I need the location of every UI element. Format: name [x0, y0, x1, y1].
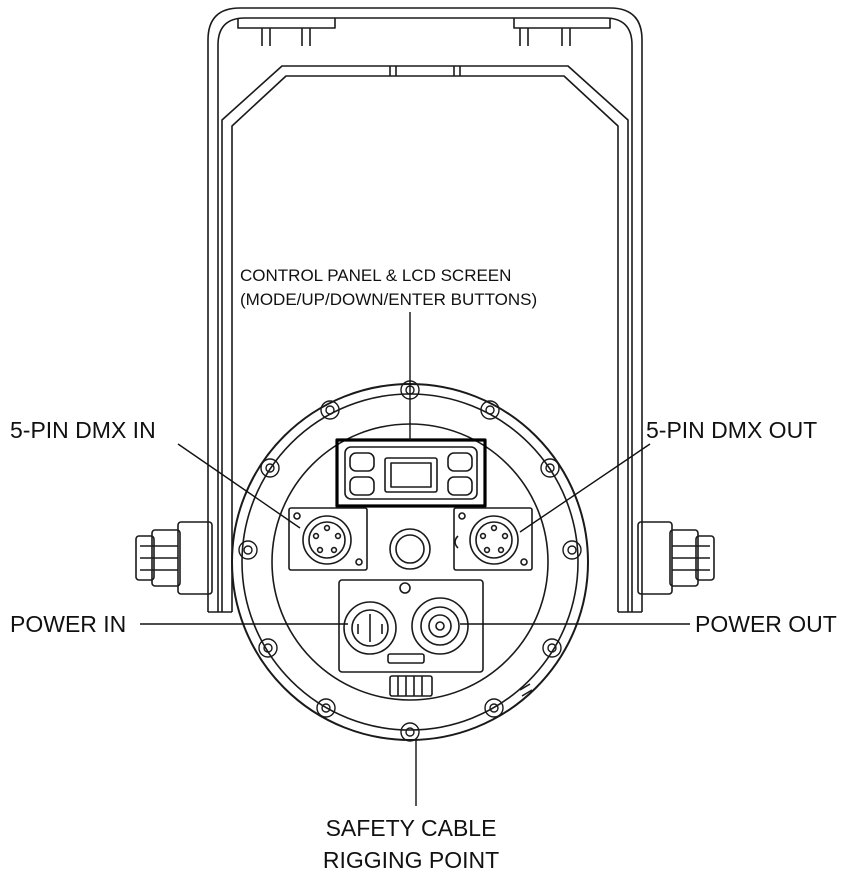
- power-in-label: POWER IN: [10, 611, 127, 637]
- safety-cable-label: SAFETY CABLE RIGGING POINT: [316, 815, 506, 874]
- up-button-shape: [349, 476, 375, 496]
- lcd-screen-shape: [384, 457, 438, 493]
- safety-cable-label-line1: SAFETY CABLE: [325, 815, 497, 841]
- dmx-out-connector: [453, 507, 533, 571]
- control-panel-label: CONTROL PANEL & LCD SCREEN (MODE/UP/DOWN…: [240, 266, 537, 311]
- enter-button-shape: [447, 476, 473, 496]
- dmx-in-label: 5-PIN DMX IN: [10, 417, 156, 443]
- housing: [231, 383, 589, 741]
- power-panel: [338, 579, 484, 673]
- down-button-shape: [447, 452, 473, 472]
- safety-cable-label-line2: RIGGING POINT: [322, 846, 500, 873]
- housing-screws: [238, 380, 582, 742]
- leader-lines: [140, 312, 690, 806]
- dmx-out-label: 5-PIN DMX OUT: [646, 417, 818, 443]
- control-panel-label-line1: CONTROL PANEL & LCD SCREEN: [240, 266, 512, 285]
- dmx-in-connector: [288, 507, 368, 571]
- center-fan-plug: [389, 528, 431, 570]
- control-panel: [335, 438, 487, 508]
- yoke-bracket: [207, 7, 643, 613]
- mode-button-shape: [349, 452, 375, 472]
- power-out-label: POWER OUT: [695, 611, 837, 637]
- control-panel-label-line2: (MODE/UP/DOWN/ENTER BUTTONS): [240, 290, 538, 310]
- left-tilt-knob: [135, 521, 213, 595]
- right-tilt-knob: [637, 521, 715, 595]
- safety-rigging-loop: [389, 675, 533, 697]
